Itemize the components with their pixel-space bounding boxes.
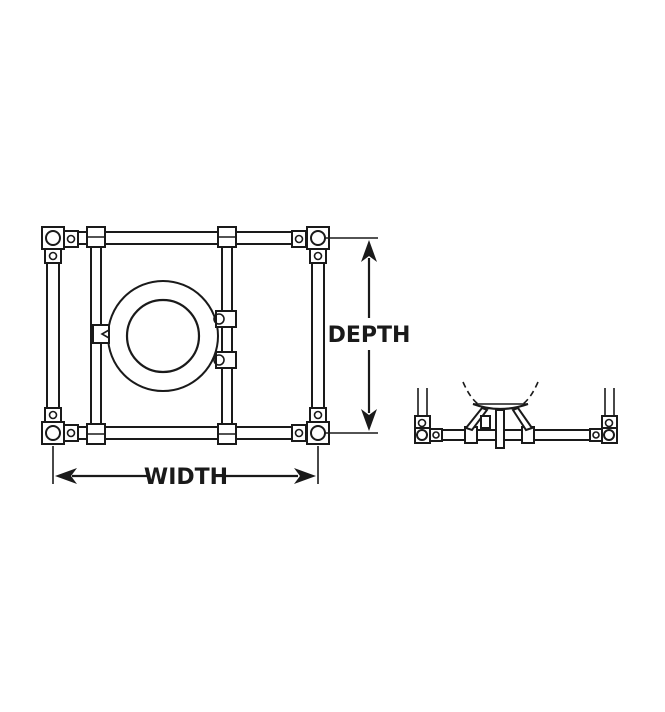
width-arrow-right: [294, 468, 316, 484]
width-dimension: WIDTH: [52, 446, 319, 490]
width-label: WIDTH: [144, 465, 228, 490]
post-clamps: [86, 226, 237, 445]
side-view: [414, 381, 618, 449]
bowl-outline: [462, 381, 479, 405]
top-view: DEPTH WIDTH: [41, 226, 411, 490]
depth-label: DEPTH: [328, 323, 411, 348]
depth-dimension: DEPTH: [325, 237, 411, 434]
corner-fittings: [41, 226, 330, 445]
depth-arrow-up: [361, 240, 377, 262]
depth-arrow-down: [361, 409, 377, 431]
bowl-ring: [92, 280, 237, 392]
width-arrow-left: [55, 468, 77, 484]
